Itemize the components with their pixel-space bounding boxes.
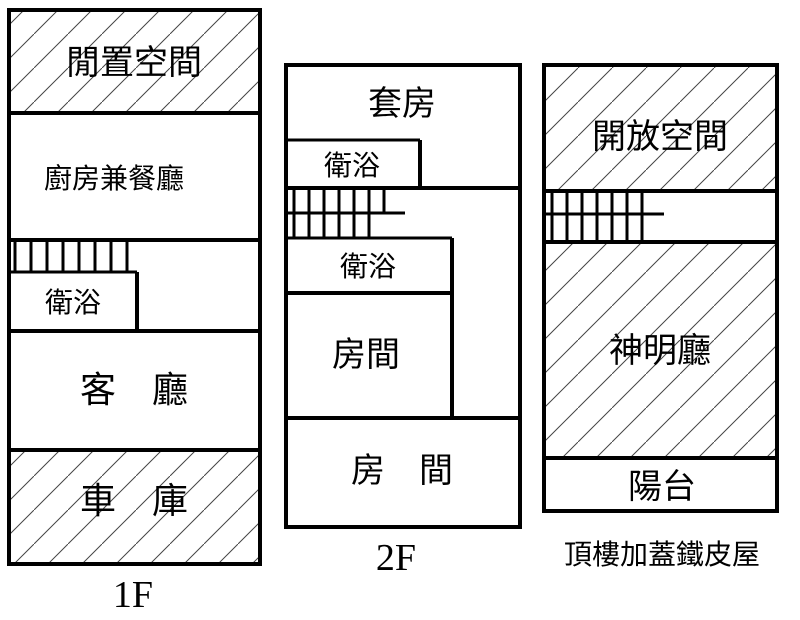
room-label-balcony: 陽台 — [628, 467, 696, 507]
floor-label-1f: 1F — [113, 574, 153, 616]
stairs-2f — [286, 190, 452, 240]
floor-label-roof: 頂樓加蓋鐵皮屋 — [564, 538, 760, 571]
room-label-living: 客 廳 — [80, 370, 188, 411]
floor-label-2f: 2F — [376, 537, 416, 579]
room-label-room-b: 房 間 — [351, 451, 453, 491]
room-label-garage: 車 庫 — [80, 481, 188, 522]
floor-roof-outline — [542, 63, 779, 513]
open-space-hatch — [9, 10, 260, 113]
room-label-room-a: 房間 — [332, 335, 400, 375]
room-label-suite: 套房 — [368, 84, 436, 124]
room-label-bath-2f-upper: 衛浴 — [324, 149, 380, 182]
stairs-1f — [13, 242, 129, 272]
stairs-roof — [544, 193, 664, 240]
floor-2f: 套房 衛浴 衛浴 房間 房 間 2F — [284, 63, 522, 579]
room-label-bath-2f-lower: 衛浴 — [340, 250, 396, 283]
room-label-open-space-1f: 閒置空間 — [66, 43, 202, 83]
floor-1f: 閒置空間 廚房兼餐廳 衛浴 客 廳 車 庫 1F — [7, 8, 262, 616]
garage-hatch — [9, 450, 260, 564]
room-label-open-space-roof: 開放空間 — [592, 117, 728, 157]
room-label-shrine: 神明廳 — [609, 331, 711, 371]
shrine-hatch — [544, 242, 777, 458]
floor-roof: 開放空間 神明廳 陽台 頂樓加蓋鐵皮屋 — [542, 63, 779, 571]
floor-1f-outline — [7, 8, 262, 566]
room-label-kitchen: 廚房兼餐廳 — [44, 162, 184, 195]
room-label-bath-1f: 衛浴 — [45, 286, 101, 319]
roof-open-space-hatch — [544, 65, 777, 191]
floor-2f-outline — [284, 63, 522, 529]
